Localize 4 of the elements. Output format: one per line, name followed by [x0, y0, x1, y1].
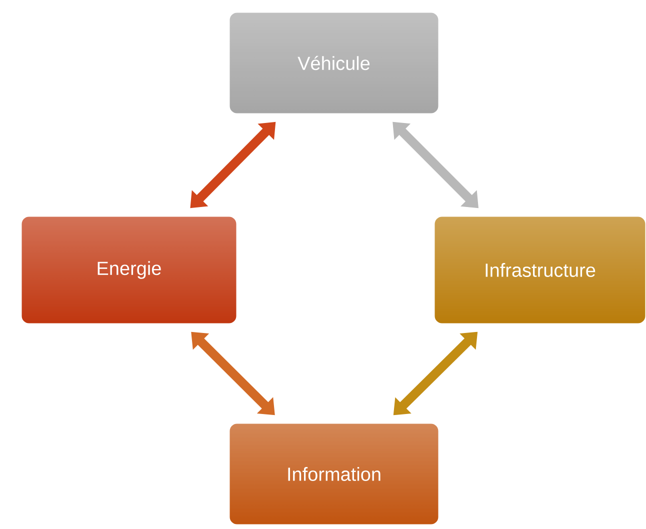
process-box: Infrastructure	[433, 215, 646, 325]
process-box: Véhicule	[228, 11, 440, 115]
process-box: Energie	[20, 215, 238, 325]
process-box: Information	[228, 422, 440, 526]
